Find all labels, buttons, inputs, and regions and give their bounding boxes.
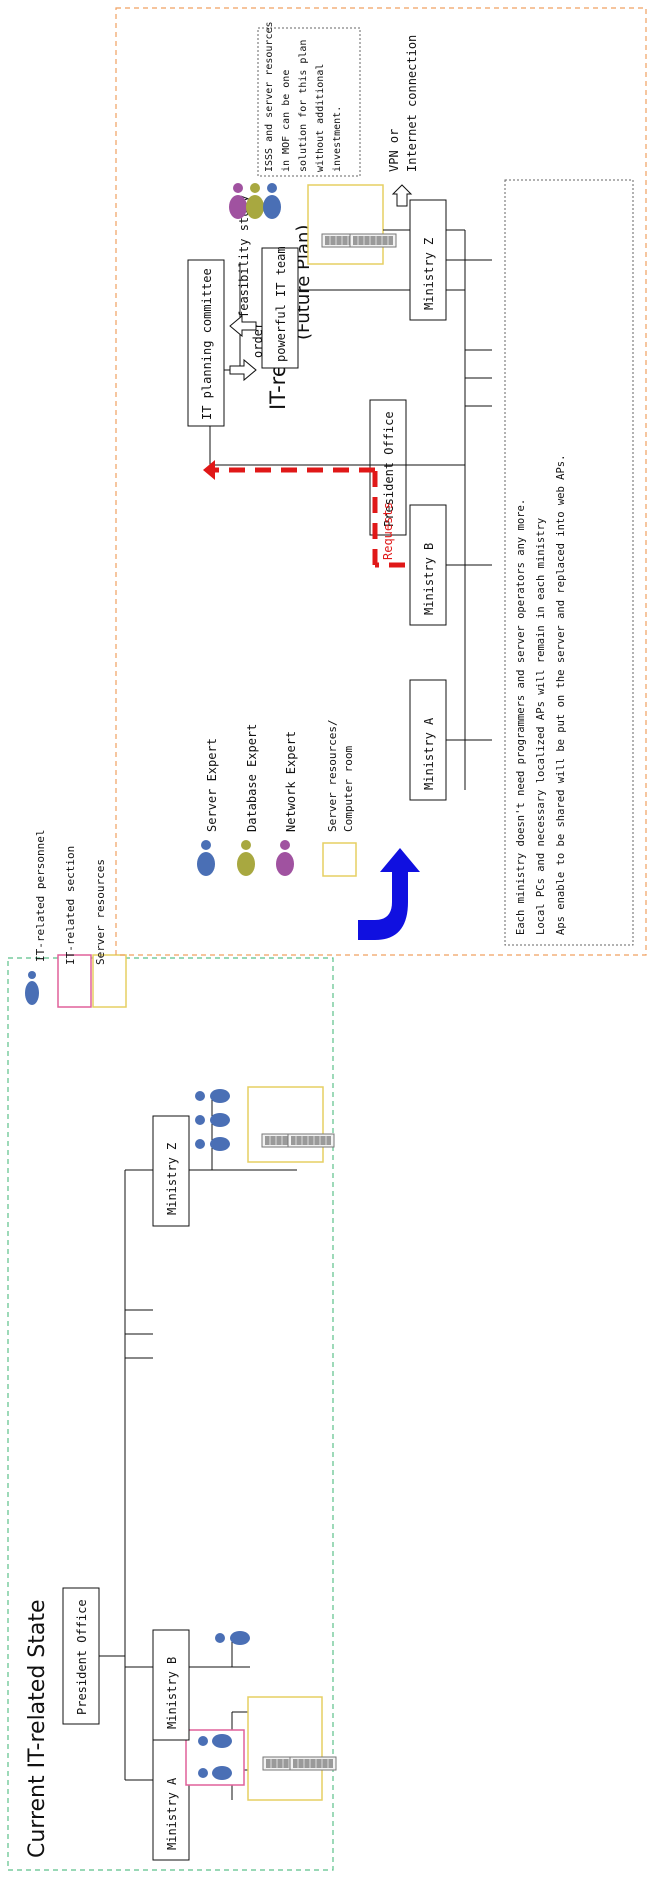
current-ministry-a-server-room — [247, 1696, 323, 1801]
isss-note-line-5: investment. — [332, 106, 343, 172]
legend-section-swatch — [57, 954, 92, 1008]
legend-server-expert-icon — [197, 840, 215, 876]
bottom-note-line-2: Local PCs and necessary localized APs wi… — [535, 518, 547, 935]
feasibility-study-label: feasibility study — [237, 195, 251, 318]
requests-label: Requests — [381, 502, 395, 560]
current-ministry-b-box — [152, 1629, 190, 1741]
bottom-note-line-3: Aps enable to be shared will be put on t… — [555, 455, 567, 935]
legend-personnel-icon — [25, 971, 39, 1005]
future-ministry-a-label: Ministry A — [422, 717, 436, 790]
legend-server-swatch — [92, 954, 127, 1008]
transition-arrow — [358, 848, 420, 940]
isss-note-line-3: solution for this plan — [298, 40, 309, 172]
future-ministry-b-box — [409, 504, 447, 626]
legend-database-expert-label: Database Expert — [245, 724, 259, 832]
future-ministry-b-label: Ministry B — [422, 543, 436, 615]
vpn-label-line-2: Internet connection — [405, 35, 419, 172]
bottom-note-line-1: Each ministry doesn't need programmers a… — [515, 499, 527, 935]
order-arrow — [229, 358, 257, 382]
future-database-expert-icon — [246, 183, 264, 219]
legend-server-room-swatch — [322, 842, 357, 877]
powerful-it-team-label: powerful IT team — [274, 246, 288, 362]
isss-note-line-1: ISSS and server resources — [264, 21, 275, 172]
current-ministry-a-personnel-icon — [198, 1734, 232, 1780]
legend-personnel-label: IT-related personnel — [34, 830, 47, 962]
bottom-note-box — [504, 179, 634, 946]
current-ministry-z-server-icon — [287, 1133, 335, 1148]
current-ministry-z-label: Ministry Z — [165, 1143, 179, 1215]
legend-section-label: IT-related section — [64, 846, 77, 965]
current-ministry-b-personnel-icon — [215, 1631, 250, 1645]
isss-note-line-2: in MOF can be one — [281, 70, 292, 172]
legend-database-expert-icon — [237, 840, 255, 876]
current-ministry-b-label: Ministry B — [165, 1657, 179, 1729]
legend-network-expert-icon — [276, 840, 294, 876]
current-state-frame — [7, 957, 334, 1871]
it-planning-committee-box — [187, 259, 225, 427]
future-server-icon — [349, 233, 397, 248]
legend-server-expert-label: Server Expert — [205, 738, 219, 832]
future-network-expert-icon — [229, 183, 247, 219]
future-state-frame — [115, 7, 647, 956]
future-server-expert-icon — [263, 183, 281, 219]
it-planning-committee-label: IT planning committee — [200, 268, 214, 420]
vpn-label-line-1: VPN or — [387, 129, 401, 172]
legend-server-label: Server resources — [94, 859, 107, 965]
isss-note-line-4: without additional — [315, 64, 326, 172]
requests-arrow — [203, 460, 405, 568]
current-ministry-z-box — [152, 1115, 190, 1227]
future-ministry-z-label: Ministry Z — [422, 238, 436, 310]
current-ministry-z-server-room — [247, 1086, 324, 1163]
legend-server-room-label-1: Server resources/ — [326, 719, 339, 832]
future-ministry-a-box — [409, 679, 447, 801]
current-ministry-a-server-icon — [289, 1756, 337, 1771]
current-ministry-a-box — [152, 1739, 190, 1861]
current-title: Current IT-related State — [25, 1599, 50, 1858]
future-president-office-label: President Office — [382, 411, 396, 527]
isss-note-box — [257, 27, 361, 177]
current-ministry-a-label: Ministry A — [165, 1777, 179, 1850]
legend-network-expert-label: Network Expert — [284, 731, 298, 832]
powerful-it-team-box — [261, 247, 299, 369]
future-ministry-z-box — [409, 199, 447, 321]
legend-server-room-label-2: Computer room — [342, 746, 355, 832]
vpn-arrow — [391, 184, 413, 207]
current-ministry-z-personnel-icon — [195, 1089, 230, 1151]
feasibility-arrow — [229, 314, 257, 338]
future-server-room — [307, 184, 384, 265]
current-president-office-label: President Office — [75, 1599, 89, 1715]
